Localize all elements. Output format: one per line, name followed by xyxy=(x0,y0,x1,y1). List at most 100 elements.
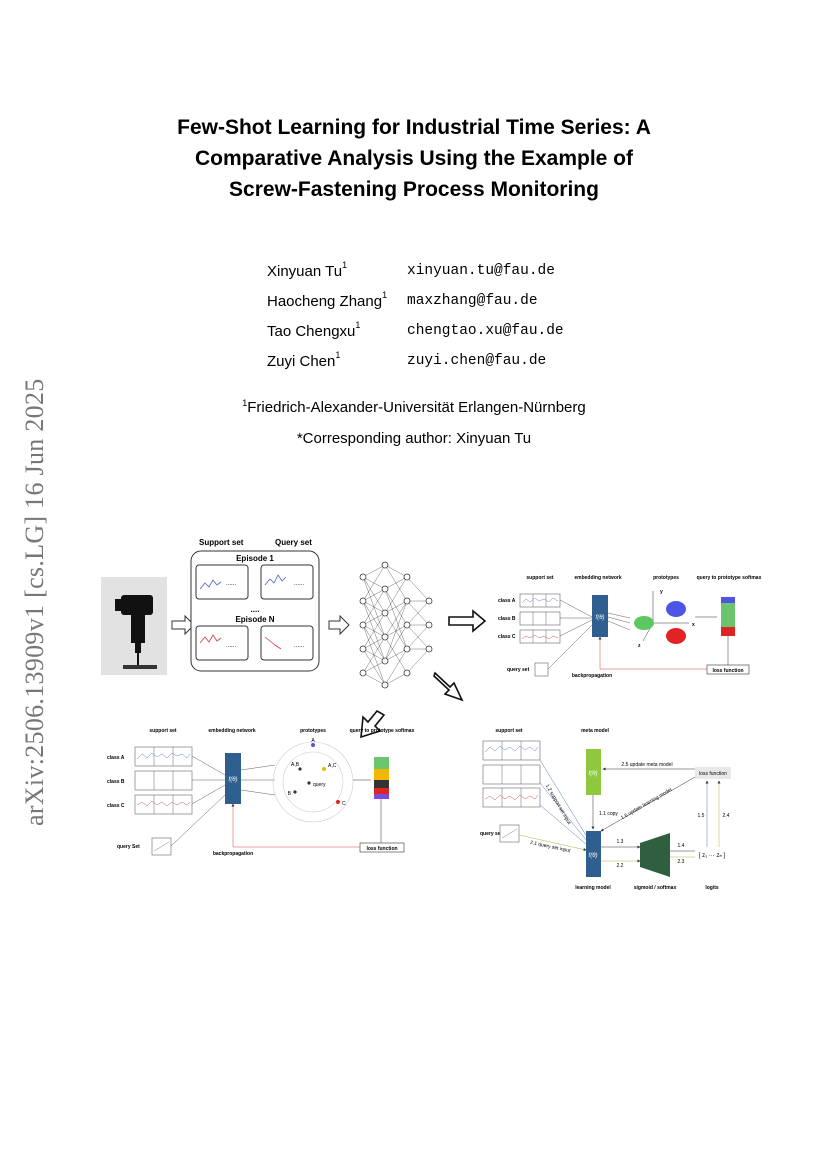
copy-label: 1.1 copy xyxy=(599,811,618,817)
logits-label: logits xyxy=(705,885,719,891)
prototype-c xyxy=(666,628,686,644)
screwdriver-icon xyxy=(115,595,157,669)
embedding-network-label: embedding network xyxy=(208,728,255,734)
author-email[interactable]: chengtao.xu@fau.de xyxy=(407,323,564,339)
f-theta-label: f(θ) xyxy=(589,771,598,777)
embedding-network-block xyxy=(592,595,608,637)
meta-model-block xyxy=(586,749,601,795)
author-name: Haocheng Zhang xyxy=(267,293,383,310)
author-email[interactable]: zuyi.chen@fau.de xyxy=(407,353,547,369)
proto-point-ac: A,C xyxy=(328,763,337,769)
learning-model-label: learning model xyxy=(575,885,611,891)
episode-query-card xyxy=(260,625,314,661)
author-name: Zuyi Chen xyxy=(267,353,336,370)
neural-network-icon xyxy=(359,561,433,689)
episode-query-card xyxy=(260,564,314,600)
f-theta-label: f(θ) xyxy=(596,615,605,621)
embedding-network-label: embedding network xyxy=(574,575,621,581)
author-sup: 1 xyxy=(382,290,388,300)
support-set-label: support set xyxy=(149,728,177,734)
title-line: Comparative Analysis Using the Example o… xyxy=(194,147,634,170)
backpropagation-label: backpropagation xyxy=(572,673,612,679)
embedding-network-block xyxy=(225,753,241,804)
sigmoid-label: sigmoid / softmax xyxy=(634,885,677,891)
author-row: Tao Chengxu1 chengtao.xu@fau.de xyxy=(267,320,587,352)
arrow-icon xyxy=(328,614,350,636)
f-theta-label: f(θ) xyxy=(229,777,238,783)
axis-y-label: y xyxy=(660,589,663,595)
class-b-label: class B xyxy=(498,616,516,622)
episode-1-label: Episode 1 xyxy=(236,554,274,563)
prototypes-label: prototypes xyxy=(300,728,326,734)
author-sup: 1 xyxy=(355,320,361,330)
episode-support-card xyxy=(195,625,249,661)
paper-title: Few-Shot Learning for Industrial Time Se… xyxy=(100,112,728,205)
prototype-a xyxy=(666,601,686,617)
support-set-label: support set xyxy=(526,575,554,581)
class-c-label: class C xyxy=(498,634,516,640)
prototypes-label: prototypes xyxy=(653,575,679,581)
f-theta-label: f(θ) xyxy=(589,853,598,859)
axis-x-label: x xyxy=(692,622,695,628)
meta-model-label: meta model xyxy=(581,728,609,734)
arrow-icon xyxy=(433,671,464,702)
softmax-label: query to prototype softmax xyxy=(350,728,415,734)
affiliation-sup: 1 xyxy=(242,398,248,408)
corresponding-author: *Corresponding author: Xinyuan Tu xyxy=(296,430,532,447)
class-b-label: class B xyxy=(107,779,125,785)
query-set-label: query set xyxy=(480,831,503,837)
arrow-icon xyxy=(360,709,386,739)
author-name: Tao Chengxu xyxy=(267,323,356,340)
update-meta-label: 2.5 update meta model xyxy=(621,762,672,768)
prototype-a xyxy=(311,743,315,747)
loss-function-label: loss function xyxy=(712,668,743,674)
prototype-b xyxy=(634,616,654,630)
arrow-icon xyxy=(448,609,487,633)
episode-n-label: Episode N xyxy=(235,615,274,624)
proto-panel-top: support set embedding network prototypes… xyxy=(498,575,762,679)
query-set-label: query Set xyxy=(117,844,140,850)
title-line: Few-Shot Learning for Industrial Time Se… xyxy=(177,116,651,139)
query-set-label: query set xyxy=(507,667,530,673)
author-email[interactable]: xinyuan.tu@fau.de xyxy=(407,263,555,279)
author-email[interactable]: maxzhang@fau.de xyxy=(407,293,538,309)
proto-point-a: A xyxy=(311,738,315,744)
query-point-label: query xyxy=(313,782,326,788)
step-2-3-label: 2.3 xyxy=(678,859,685,865)
support-set-label: Support set xyxy=(199,538,244,547)
prototype-c xyxy=(336,800,340,804)
loss-function-box xyxy=(695,767,731,779)
class-a-label: class A xyxy=(107,755,125,761)
axis-z-label: z xyxy=(638,643,641,649)
inner-dots: ...... xyxy=(226,581,236,587)
arxiv-stamp: arXiv:2506.13909v1 [cs.LG] 16 Jun 2025 xyxy=(20,378,49,826)
sigmoid-block xyxy=(640,833,670,877)
affiliation: 1Friedrich-Alexander-Universität Erlange… xyxy=(0,398,828,416)
learning-model-block xyxy=(586,831,601,877)
author-sup: 1 xyxy=(335,350,341,360)
affiliation-text: Friedrich-Alexander-Universität Erlangen… xyxy=(247,399,586,416)
proto-point-c: C xyxy=(342,801,346,807)
step-1-5-label: 1.5 xyxy=(698,813,705,819)
step-1-3-label: 1.3 xyxy=(617,839,624,845)
logits-vector: [ z₁ ··· zₙ ] xyxy=(699,853,726,859)
overview-figure: Support set Query set Episode 1 ...... .… xyxy=(95,525,775,905)
loss-function-label: loss function xyxy=(366,846,397,852)
meta-panel: support set meta model f(θ) 2.5 update m… xyxy=(480,728,731,891)
figure-svg: Support set Query set Episode 1 ...... .… xyxy=(101,538,762,891)
step-2-4-label: 2.4 xyxy=(723,813,730,819)
loss-function-box xyxy=(706,664,750,675)
proto-point-b: B xyxy=(288,791,292,797)
update-learning-label: 1.6 update learning model xyxy=(620,787,673,821)
support-set-label: support set xyxy=(495,728,523,734)
class-c-label: class C xyxy=(107,803,125,809)
author-row: Haocheng Zhang1 maxzhang@fau.de xyxy=(267,290,587,322)
arrow-icon xyxy=(171,614,195,636)
inner-dots: ...... xyxy=(294,643,304,649)
query-set-label: Query set xyxy=(275,538,312,547)
author-row: Xinyuan Tu1 xinyuan.tu@fau.de xyxy=(267,260,587,292)
step-1-4-label: 1.4 xyxy=(678,843,685,849)
softmax-label: query to prototype softmax xyxy=(697,575,762,581)
author-list: Xinyuan Tu1 xinyuan.tu@fau.de Haocheng Z… xyxy=(267,260,587,382)
author-sup: 1 xyxy=(342,260,348,270)
